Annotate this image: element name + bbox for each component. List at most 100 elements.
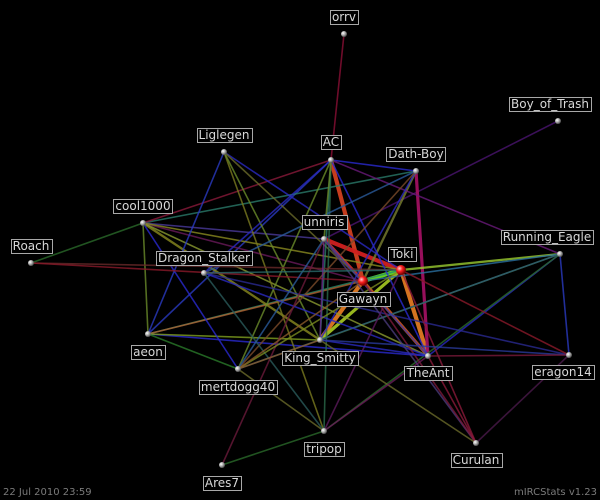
- node-dath_boy[interactable]: Dath-Boy: [386, 147, 446, 174]
- node-dot: [321, 236, 327, 242]
- node-dot: [219, 462, 225, 468]
- edge-cool1000-mertdogg40: [142, 222, 239, 370]
- node-label-box: [131, 345, 166, 360]
- edge-king_smitty-mertdogg40: [237, 339, 321, 370]
- node-dot: [358, 276, 368, 286]
- edge-liglegen-king_smitty: [223, 151, 321, 341]
- edge-dath_boy-gawayn: [361, 169, 418, 283]
- node-tripop[interactable]: tripop: [304, 428, 345, 457]
- edge-unniris-ares7: [221, 238, 325, 466]
- edge-ac-dath_boy: [330, 159, 417, 172]
- footer-version: mIRCStats v1.23: [513, 487, 597, 498]
- node-theant[interactable]: TheAnt: [404, 353, 453, 381]
- edge-aeon-ac: [147, 159, 332, 335]
- node-label: unniris: [304, 215, 345, 229]
- node-label-box: [197, 128, 253, 143]
- edge-toki-mertdogg40: [237, 269, 402, 370]
- edge-cool1000-unniris: [142, 222, 325, 240]
- node-dot: [473, 440, 479, 446]
- node-dot: [328, 157, 334, 163]
- edge-mertdogg40-tripop: [237, 368, 325, 432]
- node-label-box: [304, 442, 345, 457]
- node-label: Curulan: [453, 453, 500, 467]
- edge-cool1000-theant: [142, 222, 429, 357]
- node-label-box: [113, 199, 173, 214]
- node-label-box: [509, 97, 592, 112]
- node-toki[interactable]: Toki: [388, 247, 417, 275]
- edge-running_eagle-eragon14: [559, 253, 570, 356]
- footer-date: 22 Jul 2010 23:59: [3, 487, 92, 498]
- edge-boy_of_trash-unniris: [323, 120, 559, 240]
- edge-aeon-mertdogg40: [147, 333, 239, 370]
- edge-toki-theant: [398, 267, 431, 359]
- node-label: Boy_of_Trash: [511, 97, 589, 111]
- node-label-box: [386, 147, 446, 162]
- node-label-box: [337, 292, 391, 307]
- node-label-box: [388, 247, 417, 262]
- node-label-box: [203, 476, 242, 491]
- node-curulan[interactable]: Curulan: [451, 440, 503, 468]
- edge-toki-eragon14: [400, 269, 570, 356]
- node-boy_of_trash[interactable]: Boy_of_Trash: [509, 97, 592, 124]
- node-roach[interactable]: Roach: [11, 239, 53, 266]
- node-ac[interactable]: AC: [321, 135, 342, 163]
- node-label: tripop: [306, 442, 342, 456]
- node-label-box: [451, 453, 503, 468]
- edge-ac-tripop: [323, 159, 332, 432]
- edge-cool1000-ac: [142, 159, 332, 224]
- node-dot: [396, 265, 406, 275]
- node-label: cool1000: [115, 199, 170, 213]
- node-dot: [557, 251, 563, 257]
- node-label: Liglegen: [199, 128, 250, 142]
- node-label: mertdogg40: [201, 380, 275, 394]
- node-aeon[interactable]: aeon: [131, 331, 166, 360]
- node-king_smitty[interactable]: King_Smitty: [282, 337, 359, 366]
- edge-king_smitty-theant: [319, 339, 429, 357]
- node-dot: [321, 428, 327, 434]
- node-dot: [221, 149, 227, 155]
- edge-ac-theant: [330, 159, 429, 357]
- node-label-box: [302, 215, 348, 230]
- edge-cool1000-dath_boy: [142, 170, 417, 224]
- node-dot: [201, 270, 207, 276]
- node-label: aeon: [133, 345, 163, 359]
- edge-roach-toki: [30, 262, 402, 271]
- node-label: Roach: [13, 239, 50, 253]
- node-label: Ares7: [205, 476, 239, 490]
- edge-dath_boy-mertdogg40: [237, 170, 417, 370]
- node-liglegen[interactable]: Liglegen: [197, 128, 253, 155]
- node-unniris[interactable]: unniris: [302, 215, 348, 242]
- node-label-box: [282, 351, 359, 366]
- edge-theant-eragon14: [427, 354, 570, 357]
- edge-dath_boy-theant: [414, 169, 430, 358]
- edge-tripop-running_eagle: [323, 253, 561, 432]
- node-orrv[interactable]: orrv: [330, 10, 359, 37]
- node-label: Gawayn: [339, 292, 388, 306]
- edge-unniris-toki: [321, 236, 404, 273]
- node-label-box: [532, 365, 595, 380]
- node-ares7[interactable]: Ares7: [203, 462, 242, 491]
- node-dot: [413, 168, 419, 174]
- node-label-box: [330, 10, 359, 25]
- node-label: Dath-Boy: [388, 147, 443, 161]
- node-label: orrv: [332, 10, 356, 24]
- node-cool1000[interactable]: cool1000: [113, 199, 173, 226]
- node-dot: [145, 331, 151, 337]
- edge-gawayn-running_eagle: [362, 253, 561, 282]
- node-dot: [28, 260, 34, 266]
- node-mertdogg40[interactable]: mertdogg40: [199, 366, 278, 395]
- edge-king_smitty-eragon14: [319, 339, 570, 356]
- edge-cool1000-king_smitty: [141, 221, 322, 342]
- node-running_eagle[interactable]: Running_Eagle: [501, 230, 594, 257]
- node-label-box: [156, 251, 253, 266]
- node-label: Running_Eagle: [503, 230, 591, 244]
- node-dot: [341, 31, 347, 37]
- node-eragon14[interactable]: eragon14: [532, 352, 595, 380]
- edge-liglegen-tripop: [223, 151, 325, 432]
- edge-aeon-theant: [147, 333, 429, 357]
- node-gawayn[interactable]: Gawayn: [337, 276, 391, 307]
- edge-unniris-mertdogg40: [237, 238, 325, 370]
- node-dragon_stalker[interactable]: Dragon_Stalker: [156, 251, 253, 276]
